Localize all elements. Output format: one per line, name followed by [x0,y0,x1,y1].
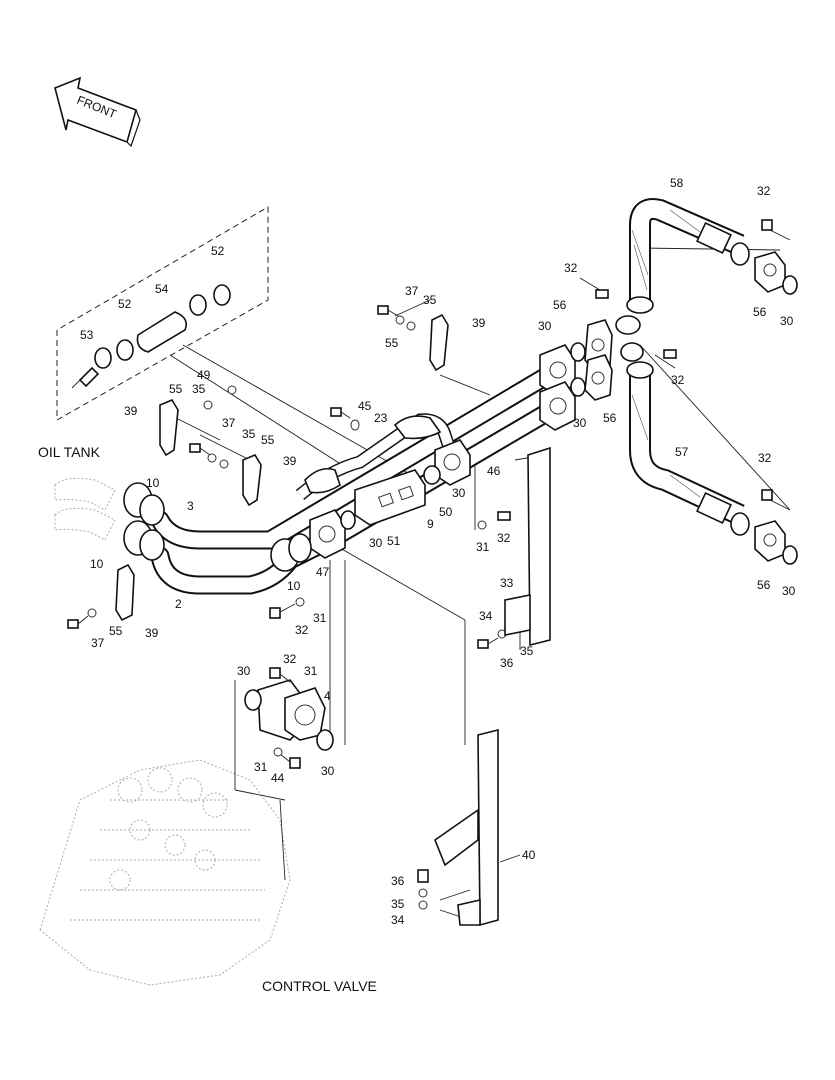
callout-55: 55 [385,336,399,350]
oil-tank-outline [54,477,116,541]
callout-57: 57 [675,445,689,459]
callout-52: 52 [118,297,132,311]
callout-56: 56 [603,411,617,425]
callout-35: 35 [423,293,437,307]
callout-36: 36 [500,656,514,670]
callout-55: 55 [261,433,275,447]
callout-51: 51 [387,534,401,548]
callout-32: 32 [758,451,772,465]
callout-35: 35 [242,427,256,441]
callout-30: 30 [782,584,796,598]
control-valve-outline [39,759,291,986]
callout-10: 10 [287,579,301,593]
callout-46: 46 [487,464,501,478]
callout-3: 3 [187,499,194,513]
brackets [434,446,551,927]
callout-56: 56 [757,578,771,592]
hose-assembly-dashed-box [56,206,269,421]
callout-23: 23 [374,411,388,425]
o-rings [244,275,798,751]
oil-tank-caption: OIL TANK [38,444,101,460]
callout-numbers: 58 32 32 37 35 39 55 56 30 56 30 32 30 5… [80,176,796,927]
callout-37: 37 [91,636,105,650]
callout-35: 35 [391,897,405,911]
callout-58: 58 [670,176,684,190]
callout-39: 39 [472,316,486,330]
callout-31: 31 [476,540,490,554]
callout-32: 32 [295,623,309,637]
callout-30: 30 [780,314,794,328]
callout-2: 2 [175,597,182,611]
callout-39: 39 [124,404,138,418]
callout-55: 55 [109,624,123,638]
callout-31: 31 [304,664,318,678]
callout-32: 32 [671,373,685,387]
callout-55: 55 [169,382,183,396]
callout-10: 10 [90,557,104,571]
front-arrow: FRONT [54,76,141,148]
callout-30: 30 [538,319,552,333]
callout-56: 56 [753,305,767,319]
callout-30: 30 [369,536,383,550]
hose-couplers [123,482,312,572]
callout-47: 47 [316,565,330,579]
callout-39: 39 [145,626,159,640]
callout-53: 53 [80,328,94,342]
callout-32: 32 [757,184,771,198]
callout-45: 45 [358,399,372,413]
callout-37: 37 [405,284,419,298]
callout-4: 4 [324,689,331,703]
callout-44: 44 [271,771,285,785]
callout-30: 30 [237,664,251,678]
callout-32: 32 [283,652,297,666]
callout-31: 31 [313,611,327,625]
check-valve-block [304,415,442,526]
callout-30: 30 [321,764,335,778]
callout-35: 35 [520,644,534,658]
callout-32: 32 [564,261,578,275]
callout-49: 49 [197,368,211,382]
callout-34: 34 [391,913,405,927]
callout-32: 32 [497,531,511,545]
callout-35: 35 [192,382,206,396]
callout-39: 39 [283,454,297,468]
callout-10: 10 [146,476,160,490]
leader-lines [169,229,791,921]
split-flanges [584,251,786,562]
callout-56: 56 [553,298,567,312]
callout-36: 36 [391,874,405,888]
callout-31: 31 [254,760,268,774]
clamp-assembly [71,284,231,389]
callout-54: 54 [155,282,169,296]
clamp-brackets [115,313,449,622]
callout-37: 37 [222,416,236,430]
callout-33: 33 [500,576,514,590]
callout-40: 40 [522,848,536,862]
hoses [615,198,750,536]
callout-52: 52 [211,244,225,258]
callout-9: 9 [427,517,434,531]
callout-30: 30 [573,416,587,430]
callout-34: 34 [479,609,493,623]
flanges [257,344,576,741]
callout-30: 30 [452,486,466,500]
control-valve-caption: CONTROL VALVE [262,978,377,994]
callout-50: 50 [439,505,453,519]
